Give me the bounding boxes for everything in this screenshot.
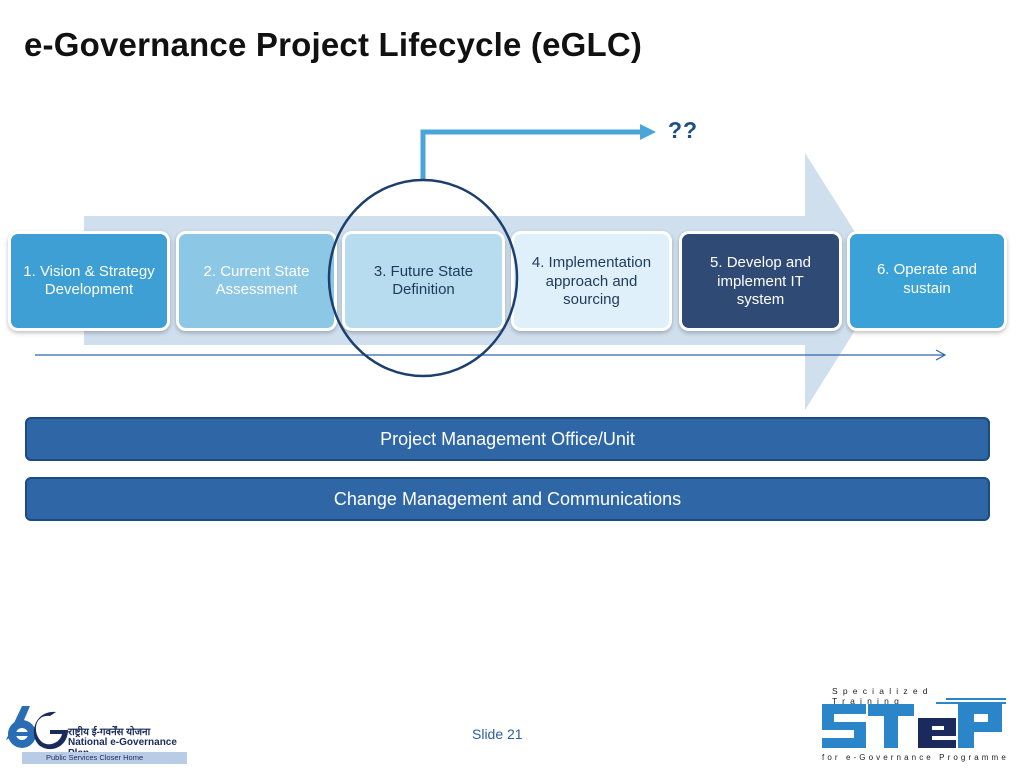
negp-logo: राष्ट्रीय ई-गवर्नेंस योजना National e-Go… [0, 698, 190, 768]
phase-vision-strategy[interactable]: 1. Vision & Strategy Development [8, 231, 170, 331]
timeline-arrowhead [935, 349, 947, 361]
phase-future-state[interactable]: 3. Future State Definition [342, 231, 505, 331]
phase-current-state[interactable]: 2. Current State Assessment [176, 231, 337, 331]
step-wordmark-icon [822, 698, 1006, 748]
phase-develop-implement[interactable]: 5. Develop and implement IT system [679, 231, 842, 331]
change-management-bar[interactable]: Change Management and Communications [25, 477, 990, 521]
step-logo: Specialized Training for e-Governance Pr… [818, 686, 1008, 766]
negp-tagline: Public Services Closer Home [22, 752, 187, 764]
negp-eg-icon [6, 706, 68, 750]
lifecycle-diagram [35, 124, 947, 410]
pmo-bar[interactable]: Project Management Office/Unit [25, 417, 990, 461]
phase-implementation-approach[interactable]: 4. Implementation approach and sourcing [511, 231, 672, 331]
negp-hindi-name: राष्ट्रीय ई-गवर्नेंस योजना [68, 727, 151, 738]
phase-operate-sustain[interactable]: 6. Operate and sustain [847, 231, 1007, 331]
step-top-text: Specialized Training [832, 686, 933, 706]
callout-question-marks: ?? [668, 117, 699, 143]
slide-title: e-Governance Project Lifecycle (eGLC) [24, 26, 643, 63]
callout-arrowhead [640, 124, 656, 140]
slide-number: Slide 21 [472, 726, 523, 742]
step-bottom-text: for e-Governance Programme [822, 753, 1009, 762]
callout-arrow [420, 129, 644, 180]
